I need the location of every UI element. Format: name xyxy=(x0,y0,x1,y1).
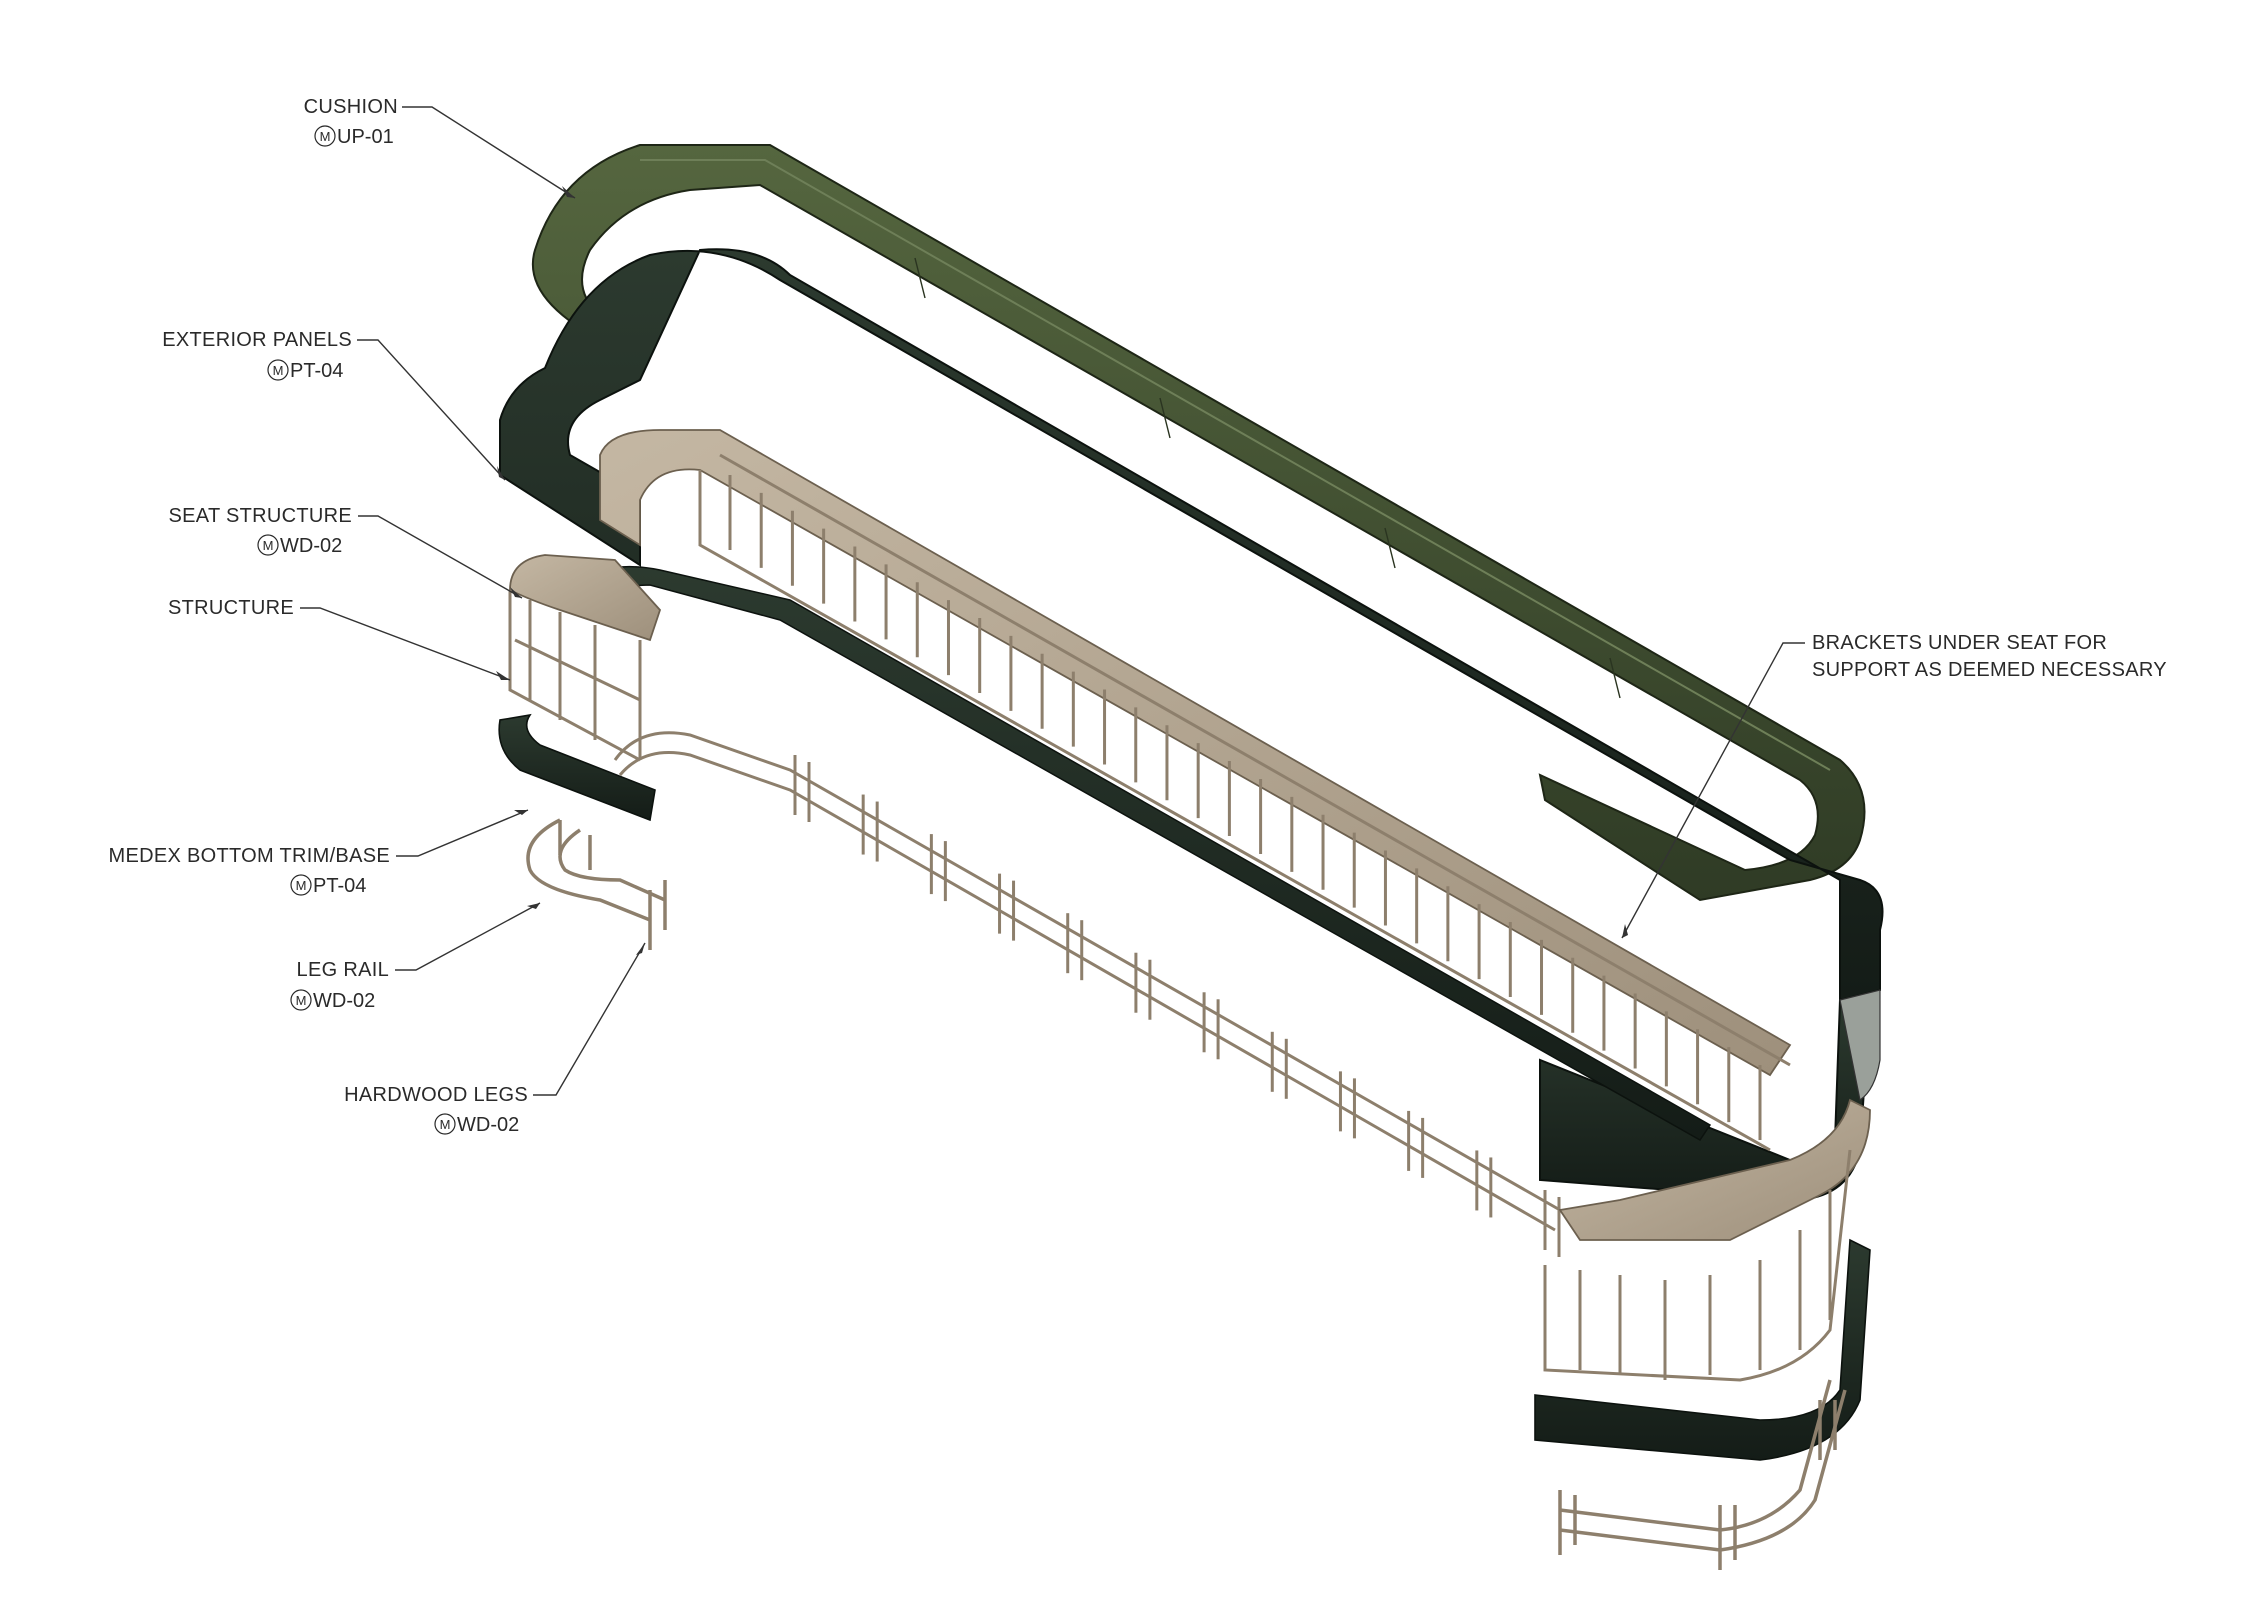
note-line-1: BRACKETS UNDER SEAT FOR xyxy=(1812,632,2107,654)
left-medex-trim xyxy=(498,713,656,822)
callout-label: SEAT STRUCTURE xyxy=(169,505,352,527)
callout-code: WD-02 xyxy=(280,535,342,557)
callout-label: EXTERIOR PANELS xyxy=(162,329,352,351)
leader-lines xyxy=(300,106,1805,1096)
callout-leg-rail: LEG RAIL M WD-02 xyxy=(290,959,389,1012)
right-medex-trim xyxy=(1534,1238,1871,1461)
callout-hardwood-legs: HARDWOOD LEGS M WD-02 xyxy=(344,1084,528,1136)
material-marker-icon xyxy=(290,874,312,896)
left-end-structure xyxy=(508,554,662,762)
right-leg-rail xyxy=(1558,1379,1847,1570)
cushion-part xyxy=(531,144,1866,902)
seat-structure-part xyxy=(599,429,1792,1152)
callout-exterior-panels: EXTERIOR PANELS M PT-04 xyxy=(162,329,352,382)
right-end-structure xyxy=(1543,1098,1871,1382)
callout-structure: STRUCTURE xyxy=(168,597,294,619)
material-marker-letter: M xyxy=(440,1117,451,1132)
inner-panel-part xyxy=(583,565,1712,1141)
material-marker-icon xyxy=(257,534,279,556)
material-marker-letter: M xyxy=(320,129,331,144)
material-marker-icon xyxy=(267,359,289,381)
material-marker-icon xyxy=(434,1113,456,1135)
callout-code: PT-04 xyxy=(313,875,366,897)
material-marker-letter: M xyxy=(296,878,307,893)
callout-code: PT-04 xyxy=(290,360,343,382)
callout-label: STRUCTURE xyxy=(168,597,294,619)
material-marker-letter: M xyxy=(296,993,307,1008)
callout-code: WD-02 xyxy=(313,990,375,1012)
material-marker-letter: M xyxy=(273,363,284,378)
callout-code: WD-02 xyxy=(457,1114,519,1136)
callout-label: MEDEX BOTTOM TRIM/BASE xyxy=(109,845,390,867)
callout-seat-structure: SEAT STRUCTURE M WD-02 xyxy=(169,505,352,557)
left-leg-rail xyxy=(526,818,667,950)
callout-label: HARDWOOD LEGS xyxy=(344,1084,528,1106)
callout-code: UP-01 xyxy=(337,126,394,148)
note-line-2: SUPPORT AS DEEMED NECESSARY xyxy=(1812,659,2167,681)
main-leg-rail xyxy=(613,731,1561,1257)
material-marker-letter: M xyxy=(263,538,274,553)
callout-label: LEG RAIL xyxy=(297,959,389,981)
callout-label: CUSHION xyxy=(304,96,398,118)
callout-medex-trim: MEDEX BOTTOM TRIM/BASE M PT-04 xyxy=(109,845,390,897)
callout-brackets-note: BRACKETS UNDER SEAT FOR SUPPORT AS DEEME… xyxy=(1812,632,2167,681)
material-marker-icon xyxy=(314,125,336,147)
callout-cushion: CUSHION M UP-01 xyxy=(304,96,398,148)
material-marker-icon xyxy=(290,989,312,1011)
